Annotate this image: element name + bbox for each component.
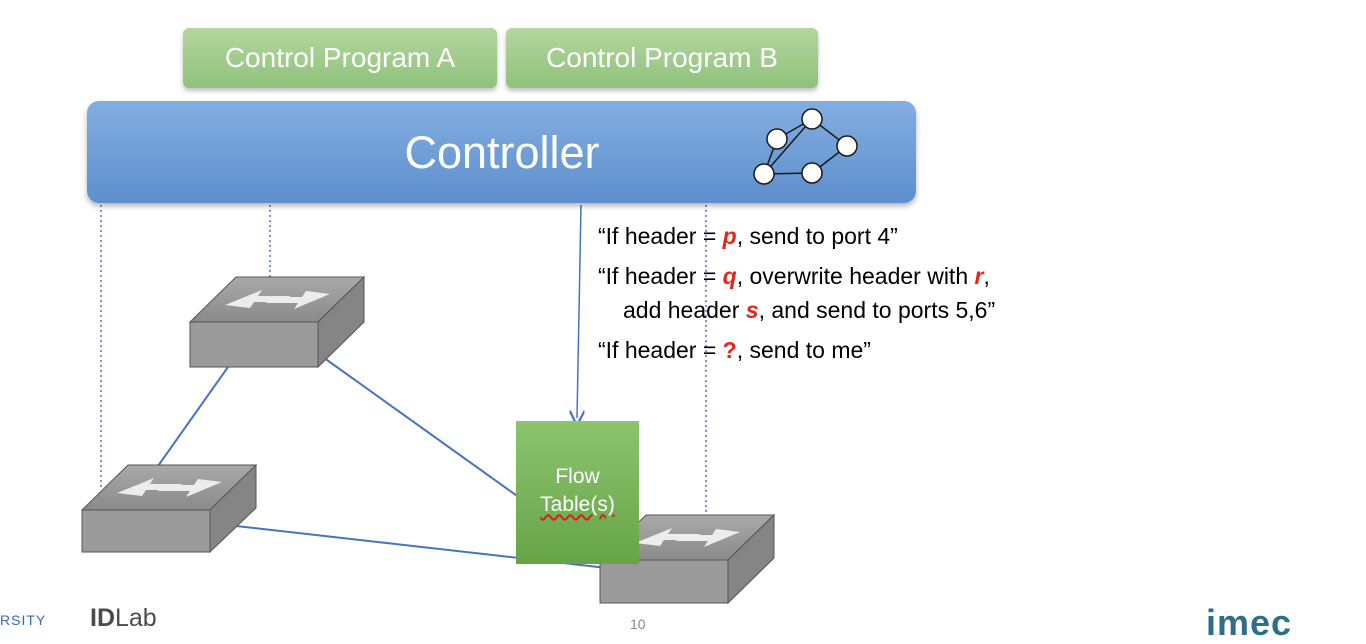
flow-rules: “If header = p, send to port 4” “If head… [598, 219, 995, 367]
rule-3-header-wildcard: ? [722, 337, 737, 363]
page-number: 10 [630, 616, 646, 632]
rule-2: “If header = q, overwrite header with r, [598, 259, 995, 293]
rule-2-text-e: , and send to ports 5,6” [758, 297, 996, 323]
rule-1-header-p: p [722, 223, 737, 249]
switch-left [80, 463, 258, 554]
link-top-left [157, 366, 229, 467]
rule-3-text-b: , send to me” [736, 337, 871, 363]
diagram-lines [80, 204, 776, 605]
footer-imec-logo: imec [1206, 602, 1293, 643]
rule-2-text-c: , [983, 263, 990, 289]
footer-university: RSITY [0, 612, 47, 628]
link-top-right [319, 354, 521, 499]
rule-3: “If header = ?, send to me” [598, 333, 995, 367]
rule-2-text-d: add header [623, 297, 746, 323]
switch-top [188, 275, 366, 369]
rule-2-header-s: s [745, 297, 759, 323]
control-program-b: Control Program B [506, 28, 818, 88]
rule-2-header-q: q [722, 263, 737, 289]
flow-table-label-2: Table(s) [540, 493, 615, 516]
network-graph-icon [753, 108, 858, 185]
rule-1-text-b: , send to port 4” [736, 223, 898, 249]
rule-1-text-a: “If header = [598, 223, 723, 249]
controller-box: Controller [87, 101, 916, 203]
rule-2-text-b: , overwrite header with [736, 263, 975, 289]
rule-2-text-a: “If header = [598, 263, 723, 289]
rule-1: “If header = p, send to port 4” [598, 219, 995, 253]
rule-2-continued: add header s, and send to ports 5,6” [598, 293, 995, 327]
flow-table-box: Flow Table(s) [516, 421, 639, 564]
footer-idlab-lab: Lab [115, 604, 157, 632]
flow-table-label-1: Flow [555, 465, 600, 488]
footer-idlab-logo: IDLab [90, 604, 157, 633]
switch-right [598, 513, 776, 605]
controller-title: Controller [404, 127, 600, 178]
footer-idlab-id: ID [90, 604, 115, 632]
flow-install-arrow [577, 204, 581, 418]
rule-2-header-r: r [974, 263, 984, 289]
sdn-diagram: Control Program A Control Program B Cont… [0, 28, 1291, 643]
control-program-a: Control Program A [183, 28, 497, 88]
rule-3-text-a: “If header = [598, 337, 723, 363]
